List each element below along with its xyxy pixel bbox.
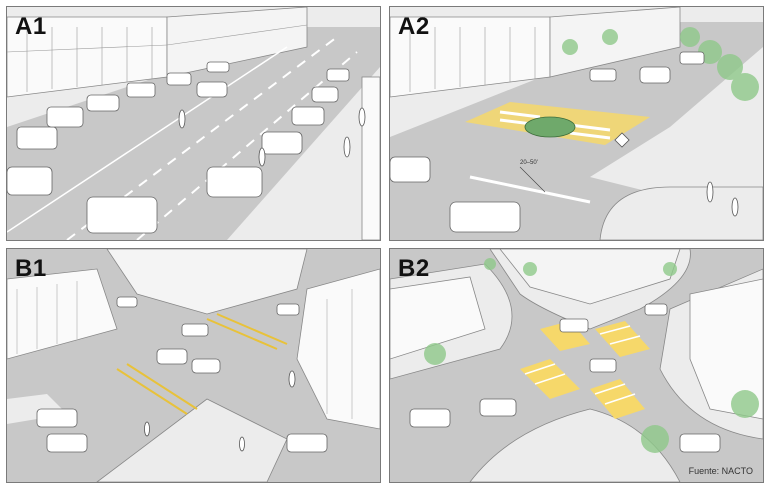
building [166,7,308,78]
cars [36,296,328,453]
pedestrians [706,181,739,217]
building [7,268,118,360]
curb-extension [599,186,763,240]
panel-b2: B2 Fuente: NACTO [389,248,764,483]
dimension-label: 20–50' [520,160,538,166]
panel-label: A2 [398,13,430,40]
street-trees [424,258,759,453]
center-lines [116,313,288,415]
source-credit: Fuente: NACTO [688,466,753,476]
median-planter [524,116,576,138]
panel-label: A1 [15,13,47,40]
sidewalk-bulb-out [469,408,681,482]
pedestrians [178,107,366,167]
building [106,249,308,315]
cars [390,51,705,233]
warning-sign [614,132,630,148]
building [390,276,486,360]
road [7,27,380,240]
panel-a2-illustration: 20–50' [390,7,763,240]
panel-b2-illustration [390,249,763,482]
building [499,249,681,305]
parked-cars-left [7,61,230,196]
panel-b1: B1 [6,248,381,483]
panel-a2: 20–50' A2 [389,6,764,241]
panel-a1: A1 [6,6,381,241]
panel-label: B1 [15,255,47,282]
panel-label: B2 [398,255,430,282]
parked-cars-right [86,68,350,234]
pedestrians [144,370,296,452]
building [296,268,380,430]
panel-b1-illustration [7,249,380,482]
panel-a1-illustration [7,7,380,240]
cars [409,303,721,453]
building [361,76,380,240]
